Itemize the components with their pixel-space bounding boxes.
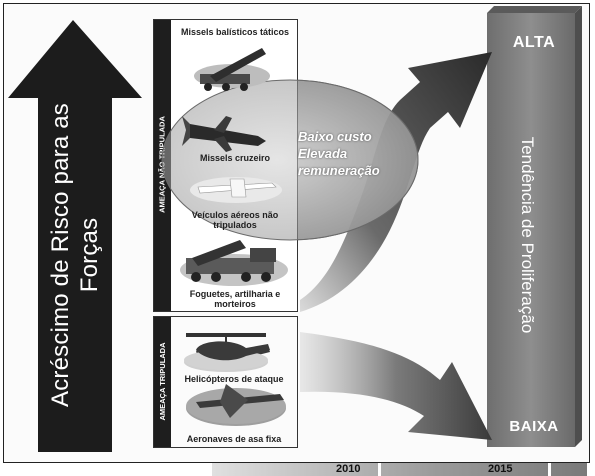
- unmanned-threat-panel: AMEAÇA NÃO TRIPULADA: [153, 19, 298, 312]
- threat-label-uav: Veículos aéreos não tripulados: [191, 210, 279, 230]
- manned-category-label: AMEAÇA TRIPULADA: [158, 342, 167, 421]
- timeline-year-2010: 2010: [336, 463, 361, 475]
- risk-arrow: [8, 20, 142, 452]
- timeline-year-2015: 2015: [488, 463, 513, 475]
- highlight-line-1: Baixo custo: [298, 129, 372, 144]
- threat-label-attack-helicopters: Helicópteros de ataque: [184, 374, 284, 384]
- manned-category-bar: AMEAÇA TRIPULADA: [154, 317, 171, 447]
- proliferation-low-label: BAIXA: [509, 418, 559, 435]
- manned-threat-panel: AMEAÇA TRIPULADA: [153, 316, 298, 448]
- timeline-divider: [548, 463, 551, 476]
- threat-label-rockets-artillery: Foguetes, artilharia e morteiros: [189, 289, 281, 309]
- highlight-line-3: remuneração: [298, 163, 380, 178]
- unmanned-category-bar: AMEAÇA NÃO TRIPULADA: [154, 20, 171, 311]
- proliferation-high-label: ALTA: [512, 34, 556, 51]
- threat-label-cruise-missiles: Missels cruzeiro: [199, 153, 271, 163]
- threat-label-ballistic-missiles: Missels balísticos táticos: [180, 27, 290, 37]
- timeline-bar: [212, 463, 587, 476]
- timeline-divider: [378, 463, 381, 476]
- proliferation-column-side: [575, 6, 582, 447]
- low-trend-arrow: [300, 332, 492, 440]
- unmanned-category-label: AMEAÇA NÃO TRIPULADA: [157, 116, 167, 213]
- highlight-text: Baixo custo Elevada remuneração: [298, 128, 408, 179]
- risk-axis-label: Acréscimo de Risco para as Forças: [47, 103, 103, 407]
- proliferation-column-top: [487, 6, 582, 13]
- proliferation-trend-label: Tendência de Proliferação: [518, 136, 537, 334]
- highlight-line-2: Elevada: [298, 146, 348, 161]
- proliferation-column: [487, 13, 575, 447]
- threat-label-fixed-wing: Aeronaves de asa fixa: [186, 434, 282, 444]
